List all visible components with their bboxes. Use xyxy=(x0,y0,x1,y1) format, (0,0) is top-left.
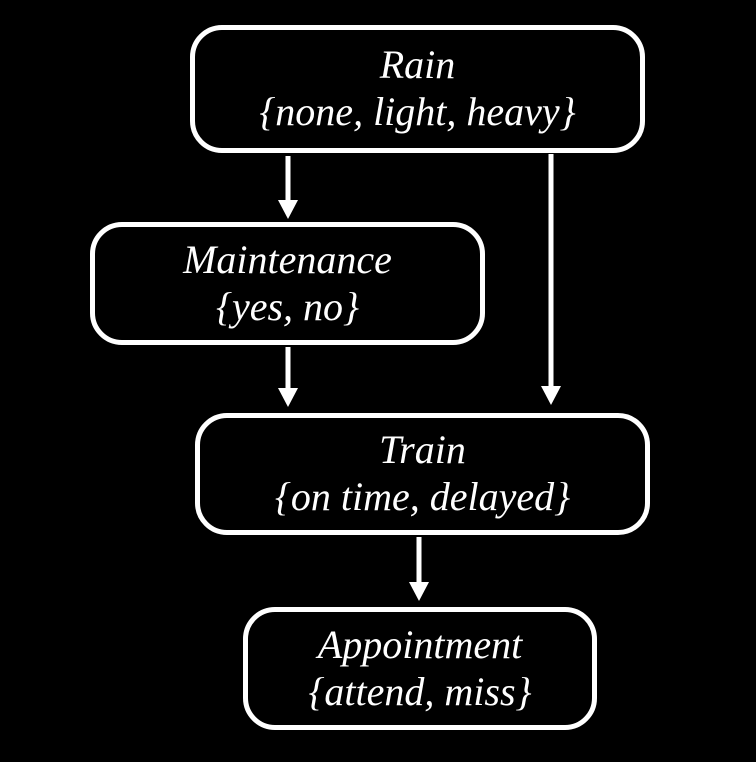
node-appointment-label: Appointment xyxy=(317,621,523,667)
node-appointment: Appointment {attend, miss} xyxy=(243,607,597,730)
node-rain-values: {none, light, heavy} xyxy=(259,89,576,134)
node-rain: Rain {none, light, heavy} xyxy=(190,25,645,153)
node-rain-label: Rain xyxy=(379,42,456,88)
node-appointment-values: {attend, miss} xyxy=(308,668,532,714)
edge-train-to-appointment-arrow xyxy=(409,537,429,601)
node-maintenance: Maintenance {yes, no} xyxy=(90,222,485,345)
edge-rain-to-maintenance-arrow xyxy=(278,156,298,219)
node-train-label: Train xyxy=(379,427,466,473)
edge-rain-to-train-arrow xyxy=(541,154,561,405)
edge-maintenance-to-train-arrow xyxy=(278,347,298,407)
node-maintenance-label: Maintenance xyxy=(183,236,392,282)
node-train: Train {on time, delayed} xyxy=(195,413,650,535)
node-train-values: {on time, delayed} xyxy=(274,474,571,519)
node-maintenance-values: {yes, no} xyxy=(215,283,360,329)
